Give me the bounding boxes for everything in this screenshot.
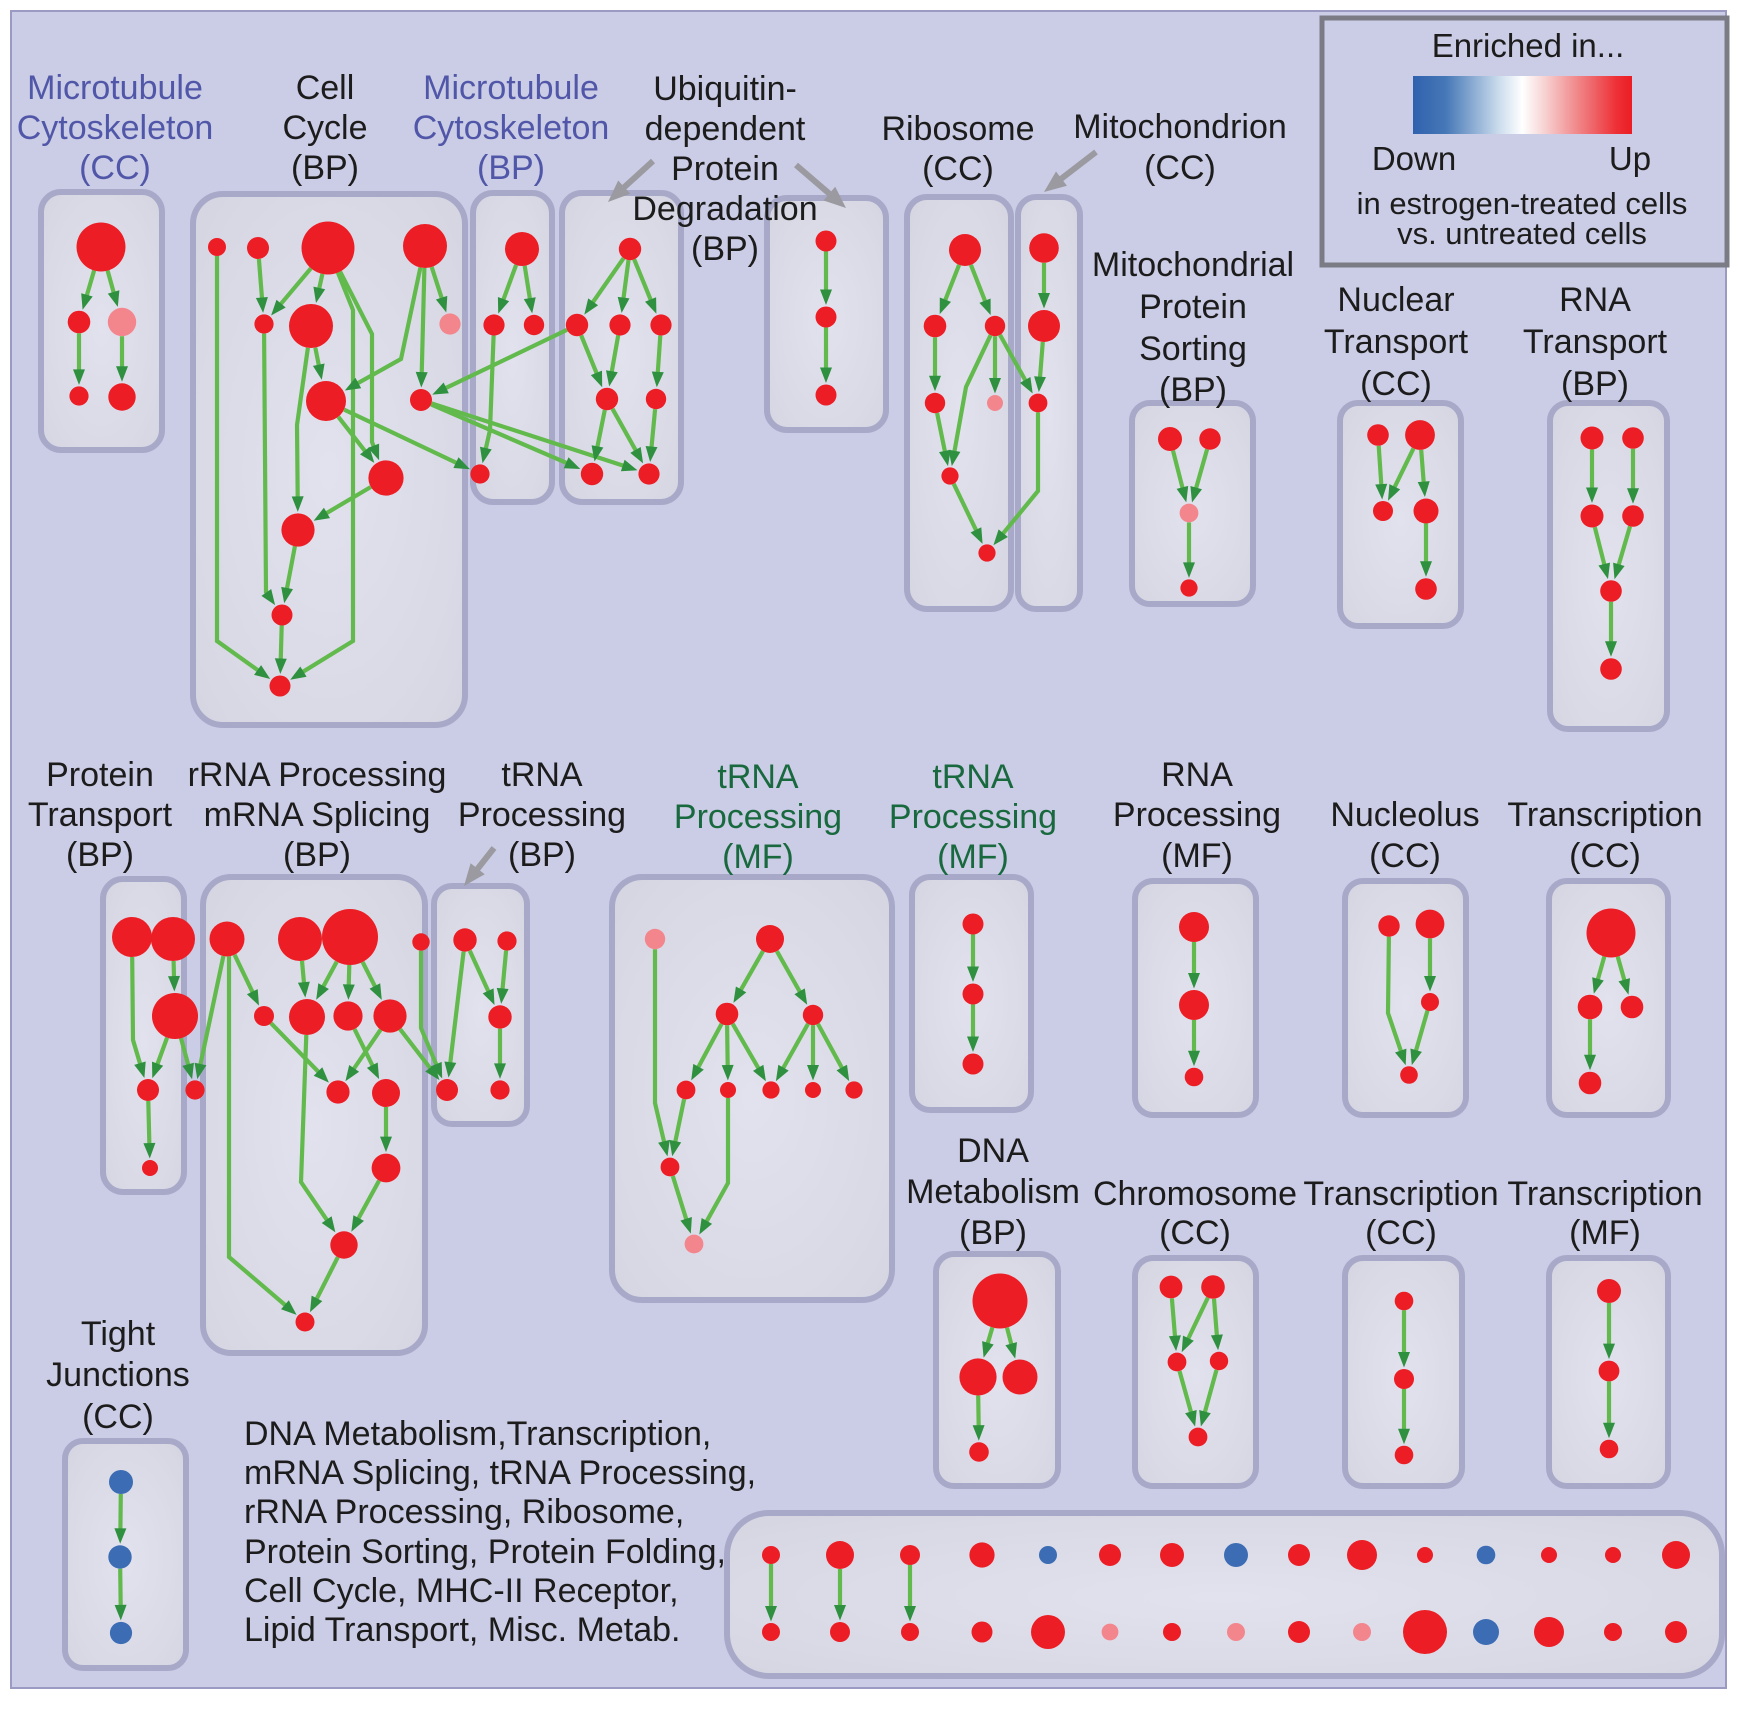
svg-text:tRNA: tRNA (717, 758, 799, 796)
svg-text:Tight: Tight (81, 1315, 156, 1353)
svg-text:Chromosome: Chromosome (1093, 1175, 1297, 1213)
svg-text:Transport: Transport (1324, 323, 1469, 361)
svg-text:(MF): (MF) (937, 838, 1009, 876)
svg-text:Protein: Protein (671, 150, 779, 188)
svg-text:Mitochondrial: Mitochondrial (1092, 246, 1294, 284)
svg-text:Cycle: Cycle (282, 109, 367, 147)
svg-text:Cytoskeleton: Cytoskeleton (413, 109, 610, 147)
svg-text:Transcription: Transcription (1303, 1175, 1498, 1213)
svg-text:(BP): (BP) (691, 230, 759, 268)
svg-text:Processing: Processing (1113, 796, 1281, 834)
svg-text:Lipid Transport, Misc. Metab.: Lipid Transport, Misc. Metab. (244, 1611, 681, 1649)
svg-text:(BP): (BP) (1561, 365, 1629, 403)
svg-text:Processing: Processing (458, 796, 626, 834)
svg-text:Down: Down (1372, 140, 1456, 177)
svg-text:(CC): (CC) (82, 1398, 154, 1436)
svg-text:DNA Metabolism,Transcription,: DNA Metabolism,Transcription, (244, 1415, 711, 1453)
svg-text:Microtubule: Microtubule (27, 69, 203, 107)
svg-text:Enriched in...: Enriched in... (1432, 27, 1625, 64)
svg-text:(CC): (CC) (79, 149, 151, 187)
svg-text:(CC): (CC) (1365, 1214, 1437, 1252)
svg-text:DNA: DNA (957, 1132, 1029, 1170)
svg-text:(BP): (BP) (66, 836, 134, 874)
svg-text:Sorting: Sorting (1139, 330, 1247, 368)
svg-text:Transcription: Transcription (1507, 1175, 1702, 1213)
svg-text:Microtubule: Microtubule (423, 69, 599, 107)
svg-text:rRNA Processing: rRNA Processing (188, 756, 447, 794)
svg-text:Junctions: Junctions (46, 1356, 190, 1394)
svg-text:Transport: Transport (1523, 323, 1668, 361)
svg-text:(CC): (CC) (1569, 837, 1641, 875)
svg-text:(BP): (BP) (1159, 371, 1227, 409)
svg-text:(MF): (MF) (1161, 837, 1233, 875)
svg-text:Protein: Protein (46, 756, 154, 794)
svg-text:(CC): (CC) (1369, 837, 1441, 875)
svg-text:Cell: Cell (296, 69, 355, 107)
svg-text:in estrogen-treated cells: in estrogen-treated cells (1357, 186, 1688, 221)
svg-text:Up: Up (1609, 140, 1651, 177)
svg-text:(BP): (BP) (283, 836, 351, 874)
svg-text:Processing: Processing (889, 798, 1057, 836)
svg-text:(BP): (BP) (291, 149, 359, 187)
svg-text:rRNA Processing, Ribosome,: rRNA Processing, Ribosome, (244, 1493, 684, 1531)
svg-text:Cytoskeleton: Cytoskeleton (17, 109, 214, 147)
svg-text:Transport: Transport (28, 796, 173, 834)
svg-text:Transcription: Transcription (1507, 796, 1702, 834)
svg-text:RNA: RNA (1161, 756, 1233, 794)
svg-text:Ubiquitin-: Ubiquitin- (653, 70, 797, 108)
svg-text:Cell Cycle, MHC-II Receptor,: Cell Cycle, MHC-II Receptor, (244, 1572, 679, 1610)
svg-text:Protein: Protein (1139, 288, 1247, 326)
svg-text:Metabolism: Metabolism (906, 1173, 1080, 1211)
svg-text:(CC): (CC) (1144, 149, 1216, 187)
svg-text:tRNA: tRNA (932, 758, 1014, 796)
svg-text:(MF): (MF) (722, 838, 794, 876)
svg-text:Processing: Processing (674, 798, 842, 836)
svg-text:(BP): (BP) (508, 836, 576, 874)
svg-text:mRNA Splicing, tRNA Processing: mRNA Splicing, tRNA Processing, (244, 1454, 756, 1492)
svg-text:Protein Sorting, Protein Foldi: Protein Sorting, Protein Folding, (244, 1533, 726, 1571)
svg-text:vs. untreated cells: vs. untreated cells (1397, 216, 1647, 251)
svg-text:dependent: dependent (645, 110, 806, 148)
svg-text:(MF): (MF) (1569, 1214, 1641, 1252)
svg-text:Mitochondrion: Mitochondrion (1073, 108, 1287, 146)
svg-text:(CC): (CC) (1159, 1214, 1231, 1252)
svg-text:Degradation: Degradation (632, 190, 817, 228)
svg-text:(BP): (BP) (959, 1214, 1027, 1252)
svg-text:(BP): (BP) (477, 149, 545, 187)
svg-text:(CC): (CC) (922, 150, 994, 188)
svg-text:(CC): (CC) (1360, 365, 1432, 403)
svg-text:Ribosome: Ribosome (881, 110, 1034, 148)
svg-text:RNA: RNA (1559, 281, 1631, 319)
svg-text:Nuclear: Nuclear (1337, 281, 1454, 319)
svg-text:mRNA Splicing: mRNA Splicing (204, 796, 431, 834)
svg-text:Nucleolus: Nucleolus (1330, 796, 1479, 834)
svg-text:tRNA: tRNA (501, 756, 583, 794)
